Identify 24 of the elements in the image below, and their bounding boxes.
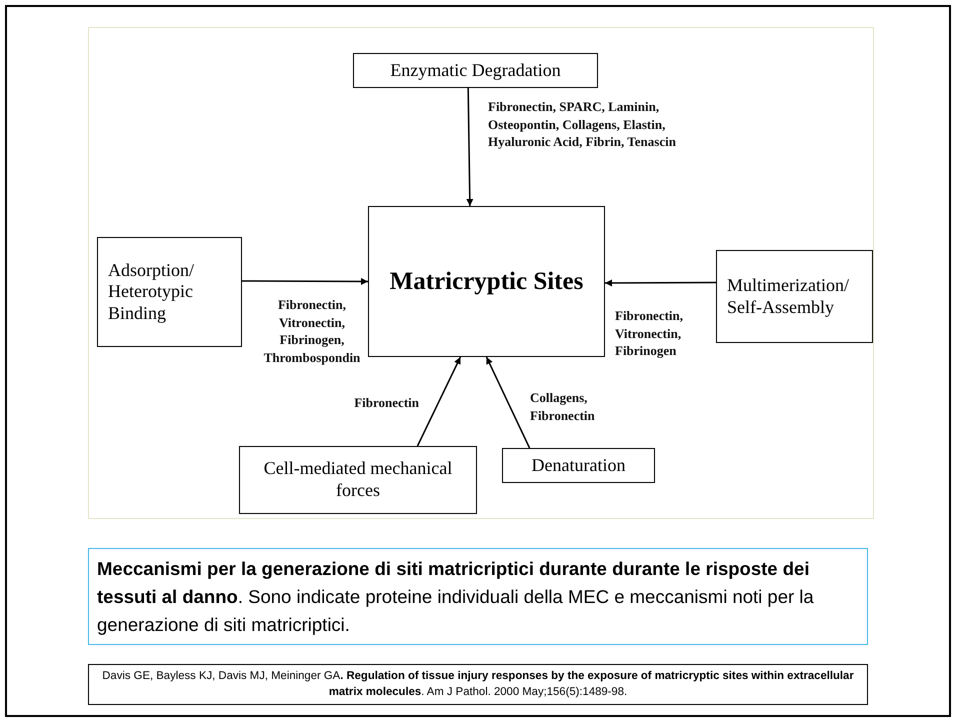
node-label: Enzymatic Degradation (390, 60, 561, 82)
process-box (353, 53, 598, 88)
edge-label: Collagens, Fibronectin (530, 389, 596, 424)
process-box (239, 446, 477, 514)
arrow (605, 279, 716, 286)
arrow (466, 88, 474, 206)
edge-label: Fibronectin, Vitronectin, Fibrinogen, Thrombospondin (262, 296, 362, 366)
arrow (242, 278, 368, 285)
caption: Meccanismi per la generazione di siti matricriptici durante durante le risposte dei tessuti al danno. Sono indicate proteine individuali della MEC e meccanismi noti per la generazione di siti matricriptici. (88, 548, 868, 646)
arrow (416, 356, 462, 446)
process-box (502, 448, 655, 483)
node-label: Cell-mediated mechanical forces (262, 458, 454, 502)
node-label: Adsorption/ Heterotypic Binding (108, 260, 196, 324)
node-label: Denaturation (532, 454, 626, 476)
edge-label: Fibronectin, SPARC, Laminin, Osteopontin, Collagens, Elastin, Hyaluronic Acid, Fibrin, Tenascin (488, 98, 677, 151)
arrow (486, 356, 530, 448)
edge-label: Fibronectin (353, 394, 419, 412)
node-label: Multimerization/ Self-Assembly (727, 274, 850, 318)
process-box (368, 206, 605, 357)
process-box (97, 237, 242, 347)
process-box (716, 250, 873, 343)
node-label: Matricryptic Sites (390, 266, 584, 296)
reference-note: Davis GE, Bayless KJ, Davis MJ, Meininger GA. Regulation of tissue injury responses by the exposure of matricryptic sites within extracellular matrix molecules. Am J Pathol. 2000 May;156(5):1489-98. (88, 664, 868, 705)
edge-label: Fibronectin, Vitronectin, Fibrinogen (615, 307, 684, 360)
